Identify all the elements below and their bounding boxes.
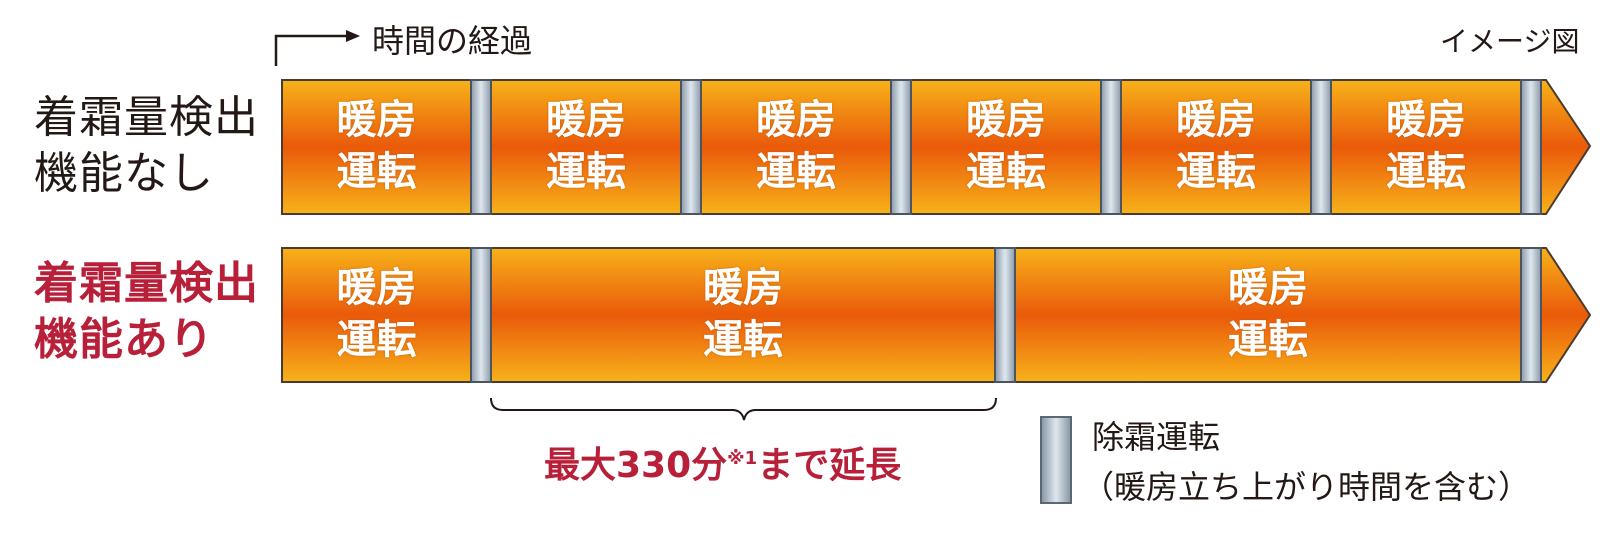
row1-bar <box>281 79 1592 215</box>
defrost-legend-line2: （暖房立ち上がり時間を含む） <box>1082 468 1531 506</box>
row2-segment-3-line2: 運転 <box>1228 317 1308 363</box>
extension-text: 最大330分 <box>544 445 728 486</box>
row1-segment-6: 暖房 運転 <box>1331 94 1521 198</box>
row1-segment-4-line2: 運転 <box>966 149 1046 195</box>
row2-defrost-1 <box>470 247 492 383</box>
row1-segment-6-line1: 暖房 <box>1386 97 1466 143</box>
row2-segment-1-line1: 暖房 <box>336 265 417 311</box>
row2-segment-2-line1: 暖房 <box>703 265 783 311</box>
extension-footnote: ※1 <box>727 448 758 469</box>
row1-segment-1-line1: 暖房 <box>336 97 417 143</box>
defrost-legend-line1: 除霜運転 <box>1092 418 1221 456</box>
row1-defrost-3 <box>890 79 912 215</box>
row1-segment-1-line2: 運転 <box>336 149 417 195</box>
row2-segment-1: 暖房 運転 <box>282 262 471 366</box>
row2-bar <box>281 247 1592 383</box>
row1-segment-2-line1: 暖房 <box>546 97 626 143</box>
defrost-legend-swatch <box>1040 416 1072 504</box>
extension-suffix: まで延長 <box>757 445 902 486</box>
row1-segment-4-line1: 暖房 <box>966 97 1046 143</box>
row1-segment-6-line2: 運転 <box>1386 149 1466 195</box>
row1-segment-3: 暖房 運転 <box>701 94 891 198</box>
row1-defrost-1 <box>470 79 492 215</box>
row2-label: 着霜量検出 機能あり <box>34 256 259 368</box>
row2-segment-2-line2: 運転 <box>703 317 783 363</box>
row2-segment-3-line1: 暖房 <box>1228 265 1308 311</box>
row1-defrost-6 <box>1520 79 1542 215</box>
row1-label: 着霜量検出 機能なし <box>34 90 259 202</box>
row1-label-line2: 機能なし <box>34 148 214 199</box>
row1-bar-body <box>281 79 1592 215</box>
row2-segment-1-line2: 運転 <box>336 317 417 363</box>
row2-segment-2: 暖房 運転 <box>491 262 995 366</box>
row1-segment-4: 暖房 運転 <box>911 94 1101 198</box>
row2-bar-body <box>281 247 1592 383</box>
row1-defrost-4 <box>1100 79 1122 215</box>
row1-segment-5: 暖房 運転 <box>1121 94 1311 198</box>
row1-segment-2-line2: 運転 <box>546 149 626 195</box>
row2-label-line2: 機能あり <box>34 314 214 365</box>
row1-segment-3-line1: 暖房 <box>756 97 836 143</box>
image-note-label: イメージ図 <box>1440 25 1580 58</box>
row2-defrost-3 <box>1520 247 1542 383</box>
extension-brace <box>490 397 997 421</box>
extension-note: 最大330分※1まで延長 <box>544 436 901 488</box>
row1-segment-3-line2: 運転 <box>756 149 836 195</box>
row1-segment-2: 暖房 運転 <box>491 94 681 198</box>
row2-segment-3: 暖房 運転 <box>1015 262 1521 366</box>
time-elapsed-label: 時間の経過 <box>372 22 533 60</box>
row1-defrost-5 <box>1310 79 1332 215</box>
time-arrow-icon <box>274 30 360 66</box>
row2-defrost-2 <box>994 247 1016 383</box>
row1-segment-5-line2: 運転 <box>1176 149 1256 195</box>
row1-label-line1: 着霜量検出 <box>34 92 259 143</box>
row1-segment-5-line1: 暖房 <box>1176 97 1256 143</box>
row1-segment-1: 暖房 運転 <box>282 94 471 198</box>
row1-defrost-2 <box>680 79 702 215</box>
row2-label-line1: 着霜量検出 <box>34 258 259 309</box>
